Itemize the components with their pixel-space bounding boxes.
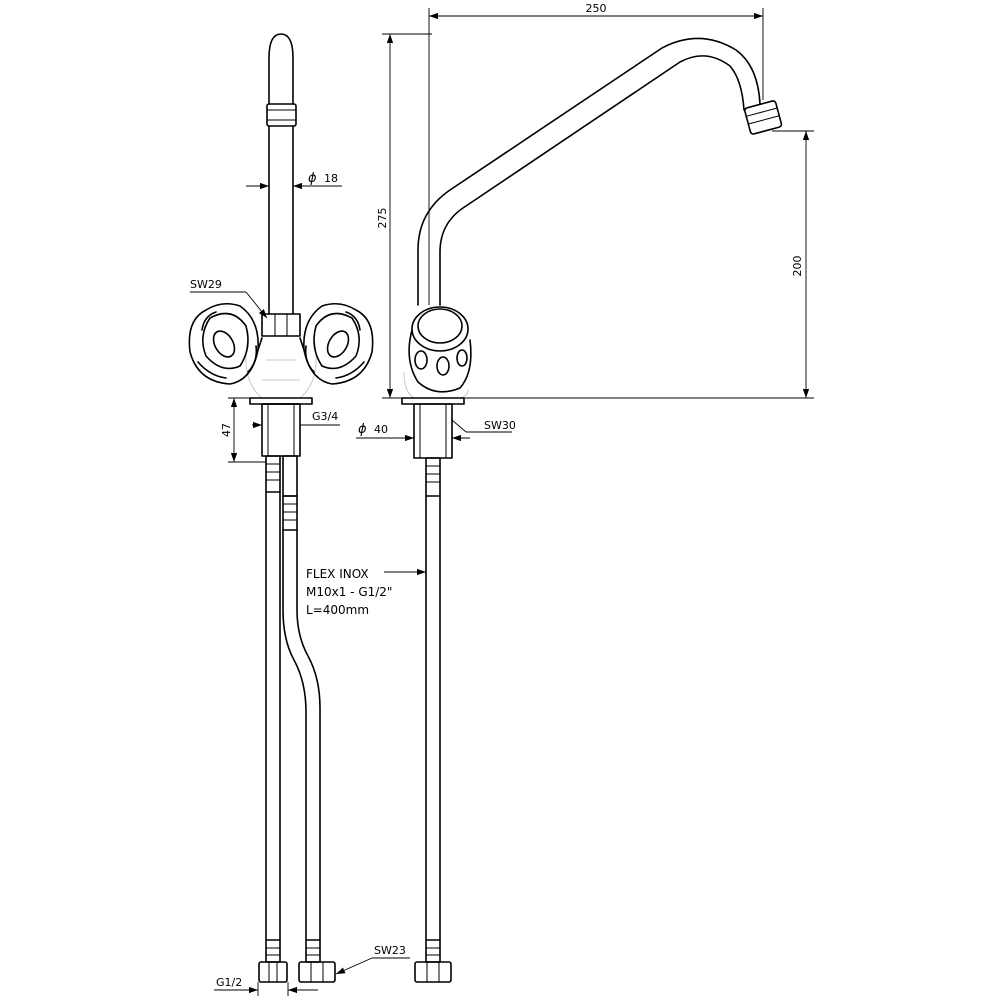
- callout-g34: G3/4: [252, 410, 340, 430]
- front-spout-tube: [266, 33, 297, 315]
- callout-sw23: SW23: [335, 944, 410, 975]
- label-g34: G3/4: [312, 410, 338, 423]
- label-sw30: SW30: [484, 419, 516, 432]
- dim-label-250: 250: [586, 2, 607, 15]
- dim-label-47: 47: [220, 423, 233, 437]
- dim-label-275: 275: [376, 208, 389, 229]
- callout-sw30: SW30: [451, 419, 516, 433]
- dim-outlet-height: 200: [464, 130, 814, 399]
- label-sw29: SW29: [190, 278, 222, 291]
- side-hose: [414, 457, 452, 983]
- callout-sw29: SW29: [190, 278, 268, 319]
- front-hose-curved: [282, 455, 336, 983]
- hose-note: FLEX INOX M10x1 - G1/2" L=400mm: [306, 567, 426, 617]
- dim-tube-diameter: ϕ 18: [246, 171, 342, 190]
- diameter-symbol: ϕ: [358, 422, 367, 437]
- diameter-symbol: ϕ: [308, 171, 317, 186]
- side-spout: [417, 37, 761, 306]
- front-base: [249, 397, 313, 457]
- front-hose-straight: [258, 455, 288, 983]
- dim-label-18: 18: [324, 172, 338, 185]
- dim-spout-reach: 250: [428, 2, 764, 305]
- front-hex-nut: [261, 313, 301, 337]
- side-aerator: [744, 100, 783, 135]
- front-view: [188, 33, 374, 983]
- hose-note-line1: FLEX INOX: [306, 567, 369, 581]
- side-handle: [403, 306, 472, 399]
- front-right-handle: [299, 302, 374, 385]
- dim-body-height: 47: [220, 397, 266, 463]
- dim-label-40: 40: [374, 423, 388, 436]
- label-g12: G1/2: [216, 976, 242, 989]
- label-sw23: SW23: [374, 944, 406, 957]
- callout-g12: G1/2: [214, 976, 318, 996]
- hose-note-line3: L=400mm: [306, 603, 369, 617]
- dim-label-200: 200: [791, 256, 804, 277]
- dim-base-diameter: ϕ 40: [356, 422, 470, 442]
- front-left-handle: [188, 302, 263, 385]
- side-view: [401, 37, 783, 983]
- hose-note-line2: M10x1 - G1/2": [306, 585, 392, 599]
- side-base: [401, 397, 465, 459]
- dim-total-height: 275: [376, 33, 432, 399]
